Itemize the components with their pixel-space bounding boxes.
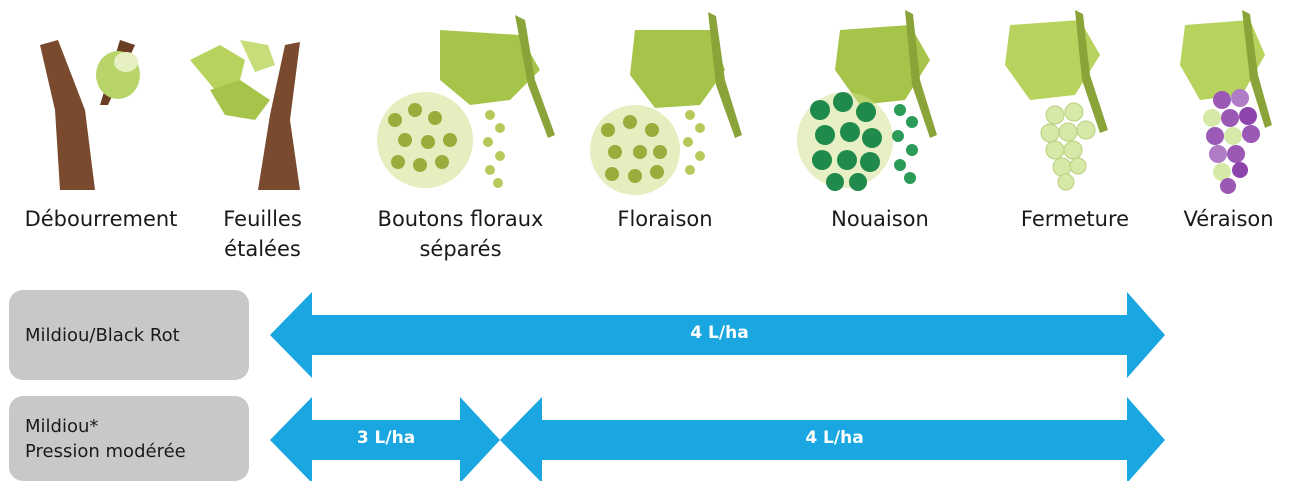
stage-label-nouaison: Nouaison — [810, 204, 950, 234]
stage-label-debourrement: Débourrement — [6, 204, 196, 234]
stage-label-boutons-floraux: Boutons floraux séparés — [358, 204, 563, 264]
feuilles-etalees-illustration — [190, 40, 300, 190]
stage-label-fermeture: Fermeture — [1005, 204, 1145, 234]
boutons-floraux-illustration — [377, 15, 555, 188]
dose-row2-4lha: 4 L/ha — [542, 428, 1127, 448]
veraison-illustration — [1180, 10, 1272, 194]
fermeture-illustration — [1005, 10, 1108, 190]
floraison-illustration — [590, 12, 742, 195]
row-label-mildiou-pression-moderee: Mildiou* Pression modérée — [9, 396, 249, 481]
row-label-mildiou-black-rot: Mildiou/Black Rot — [9, 290, 249, 380]
debourrement-illustration — [40, 40, 140, 190]
stage-label-floraison: Floraison — [600, 204, 730, 234]
dose-row1-4lha: 4 L/ha — [312, 323, 1127, 343]
nouaison-illustration — [797, 10, 937, 191]
stage-label-feuilles-etalees: Feuilles étalées — [205, 204, 320, 264]
dose-row2-3lha: 3 L/ha — [312, 428, 460, 448]
arrows — [270, 292, 1165, 481]
stage-label-veraison: Véraison — [1166, 204, 1291, 234]
